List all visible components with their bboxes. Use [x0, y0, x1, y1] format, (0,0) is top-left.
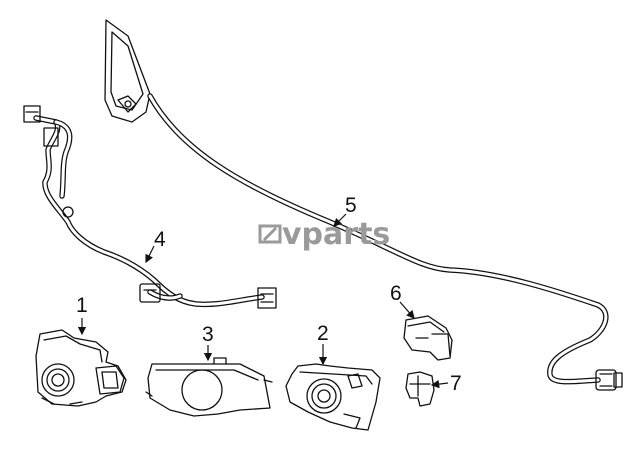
- part-4-connector-low: [139, 283, 161, 303]
- part-5-bracket: [104, 19, 151, 123]
- watermark-text: vparts: [282, 217, 390, 252]
- part-4-connector-top: [23, 105, 41, 123]
- callout-7: 7: [450, 372, 462, 395]
- watermark-logo: vparts: [258, 217, 390, 252]
- leader-5: [333, 213, 347, 227]
- part-3-holder[interactable]: [145, 357, 273, 417]
- part-1-sensor[interactable]: [35, 329, 127, 407]
- part-4-connector-mid: [43, 127, 59, 147]
- callout-6: 6: [390, 282, 402, 305]
- callout-5: 5: [345, 194, 357, 217]
- part-2-sensor[interactable]: [285, 363, 381, 431]
- part-4-connector-end: [257, 287, 277, 309]
- callout-2: 2: [317, 322, 329, 345]
- callout-4: 4: [154, 228, 166, 251]
- callout-3: 3: [202, 323, 214, 346]
- callout-1: 1: [76, 294, 88, 317]
- part-5-end-connector: [595, 369, 623, 391]
- part-5-harness[interactable]: [104, 19, 623, 391]
- leader-4: [145, 245, 155, 264]
- part-6-clip[interactable]: [403, 315, 453, 361]
- part-4-harness[interactable]: [23, 105, 277, 309]
- part-7-clip[interactable]: [405, 371, 435, 407]
- leader-6: [399, 301, 415, 319]
- leader-7: [430, 379, 449, 389]
